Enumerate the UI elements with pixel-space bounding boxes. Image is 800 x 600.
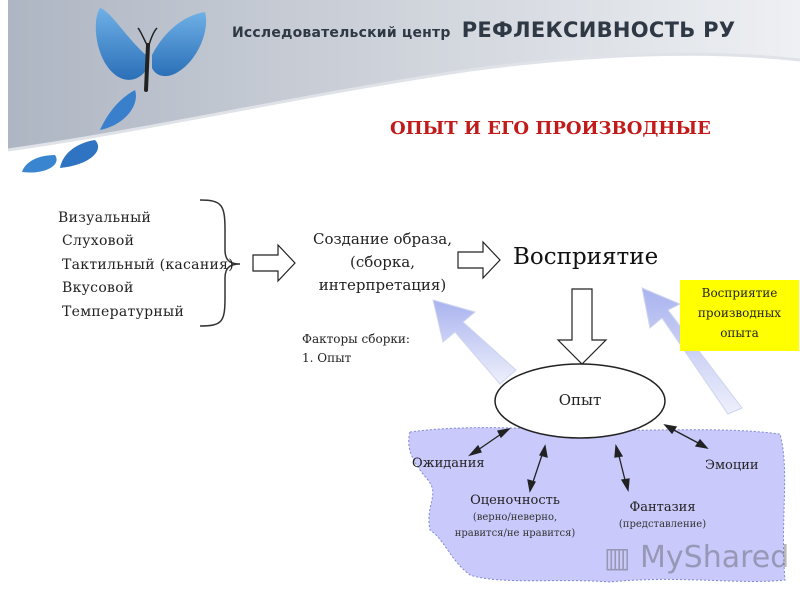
factors-title: Факторы сборки: [302,332,410,346]
butterfly-logo-icon [22,8,207,173]
image-creation-line2: (сборка, [349,253,415,271]
derived-perception-line2: производных [697,306,782,320]
derivatives-cloud [408,427,786,583]
derivative-links [468,424,709,493]
fantasy-note: (представление) [618,519,707,530]
header-banner [7,0,800,195]
fantasy-label: Фантазия [629,500,696,515]
experience-label: Опыт [558,391,602,409]
fantasy-block: Фантазия (представление) [600,499,725,533]
assembly-factors: Факторы сборки: 1. Опыт [302,330,410,368]
image-creation-label: Создание образа, (сборка, интерпретация) [305,228,460,297]
derived-perception-line3: опыта [720,326,759,340]
sense-taste: Вкусовой [62,280,134,296]
arrow-to-image-creation [252,243,296,283]
image-creation-line3: интерпретация) [318,276,447,294]
factors-item-experience: 1. Опыт [302,351,352,365]
image-creation-line1: Создание образа, [312,230,452,248]
derived-perception-line1: Восприятие [701,286,778,300]
arrow-to-perception [457,240,501,280]
watermark-chart-icon: ▥ [604,541,631,574]
perception-label: Восприятие [513,244,659,270]
slide-title: ОПЫТ И ЕГО ПРОИЗВОДНЫЕ [390,118,711,139]
emotions-label: Эмоции [705,458,759,473]
experience-ellipse [494,363,666,439]
org-name: РЕФЛЕКСИВНОСТЬ РУ [461,18,736,42]
evaluation-label: Оценочность [470,493,560,508]
sense-temperature: Температурный [62,304,185,320]
org-prefix: Исследовательский центр [232,25,451,41]
expectations-label: Ожидания [412,456,485,471]
sense-auditory: Слуховой [62,233,135,249]
evaluation-note-1: (верно/неверно, [472,512,558,523]
sense-tactile: Тактильный (касания) [62,257,234,273]
organization-logo-text: Исследовательский центр РЕФЛЕКСИВНОСТЬ Р… [232,18,735,42]
derived-perception-note: Восприятие производных опыта [680,280,799,351]
evaluation-block: Оценочность (верно/неверно, нравится/не … [440,492,590,542]
watermark: ▥ MyShared [604,540,789,575]
arrow-to-experience [556,288,608,365]
senses-brace [199,199,241,327]
watermark-text: MyShared [640,540,790,575]
arrow-to-derived-perception [641,287,743,415]
arrow-experience-to-image-creation [432,299,517,385]
evaluation-note-2: нравится/не нравится) [454,528,576,539]
sense-visual: Визуальный [58,210,152,226]
